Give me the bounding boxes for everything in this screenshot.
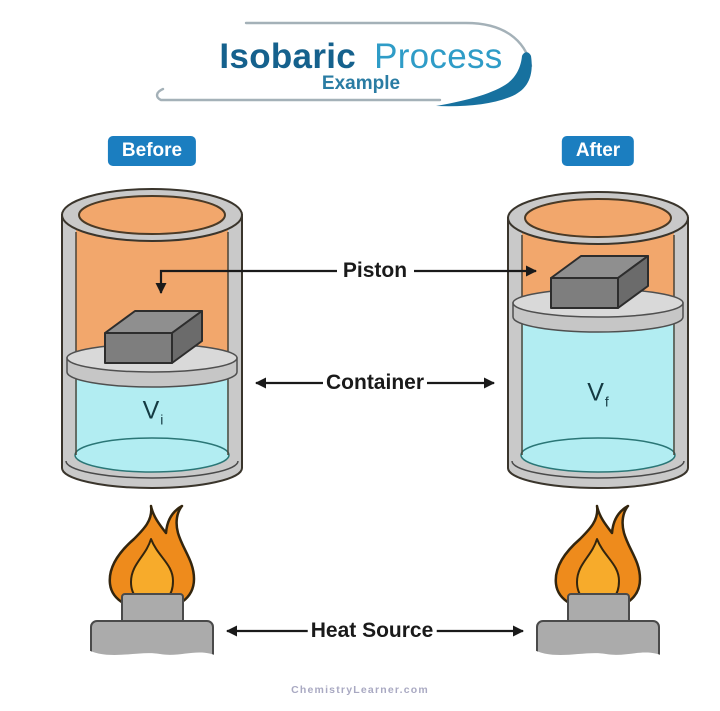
before-inner-wall-lines <box>75 232 229 455</box>
before-base-ridge <box>65 460 239 479</box>
before-gas-bottom <box>74 437 230 473</box>
banner-swoosh-tail <box>436 52 532 107</box>
title-banner <box>155 21 533 107</box>
initial-volume-symbol: V <box>142 396 160 425</box>
watermark-text: ChemistryLearner.com <box>291 684 429 696</box>
pointer-arrows <box>155 265 537 637</box>
piston-pointer-left <box>155 269 337 294</box>
title-subtitle: Example <box>321 73 401 94</box>
initial-volume-label: Vi <box>143 397 164 428</box>
initial-volume-subscript: i <box>160 411 164 428</box>
page-title: Isobaric Process <box>219 37 502 77</box>
before-container <box>61 188 243 489</box>
piston-label: Piston <box>339 259 411 283</box>
after-gas-bottom <box>520 437 676 473</box>
after-container <box>507 191 689 489</box>
after-rim-inner <box>524 198 672 238</box>
final-volume-subscript: f <box>604 393 609 410</box>
title-primary: Isobaric <box>219 37 357 76</box>
banner-bottom-line <box>155 87 442 102</box>
before-rim-inner <box>78 195 226 235</box>
after-weight-block <box>550 255 649 309</box>
after-badge: After <box>561 136 635 166</box>
before-weight-block <box>104 310 203 364</box>
after-gas <box>521 321 675 472</box>
heat-source-label: Heat Source <box>307 619 437 643</box>
final-volume-symbol: V <box>587 378 604 407</box>
after-base-ridge <box>511 460 685 479</box>
heat-source-before <box>82 504 223 672</box>
container-label: Container <box>322 371 428 395</box>
heat-source-after <box>528 504 669 672</box>
before-badge: Before <box>107 136 197 166</box>
title-secondary: Process <box>374 37 503 76</box>
final-volume-label: Vf <box>587 379 609 410</box>
